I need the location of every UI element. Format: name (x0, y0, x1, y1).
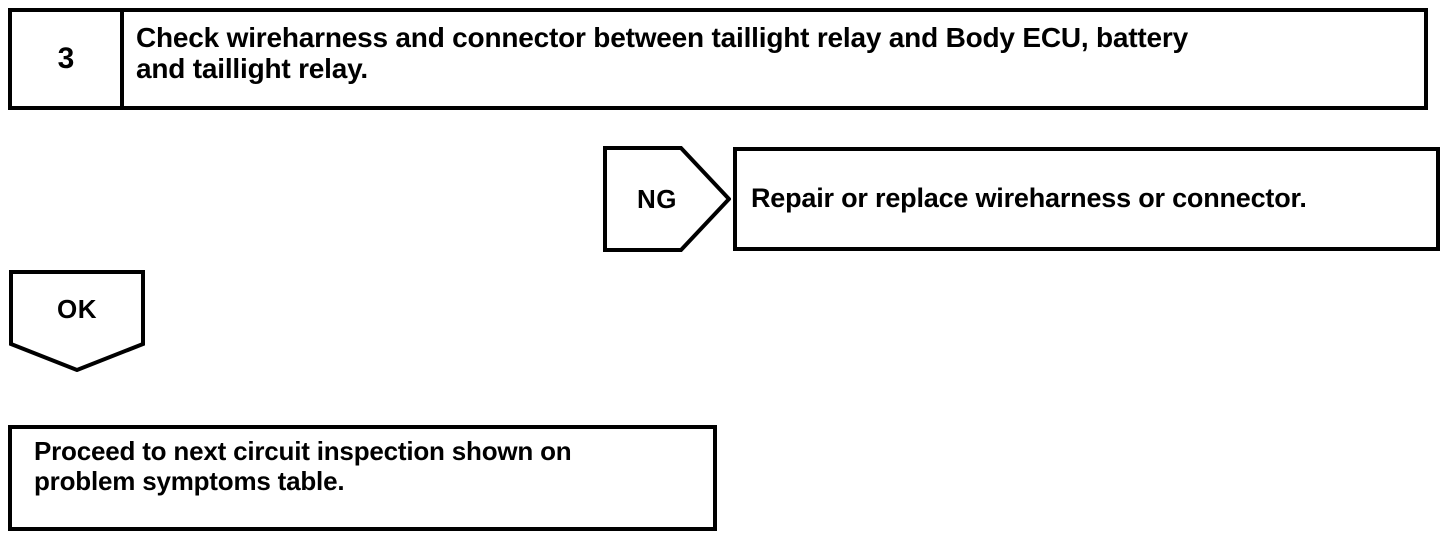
step-instruction-cell: Check wireharness and connector between … (124, 12, 1424, 106)
ng-branch-arrow-icon (603, 146, 731, 252)
step-instruction-text: Check wireharness and connector between … (136, 22, 1188, 85)
step-number: 3 (57, 42, 75, 75)
step-number-cell: 3 (12, 12, 124, 106)
ok-branch-arrow-icon (8, 270, 146, 372)
ok-result-box: Proceed to next circuit inspection shown… (8, 425, 717, 531)
step-box: 3 Check wireharness and connector betwee… (8, 8, 1428, 110)
ok-result-text: Proceed to next circuit inspection shown… (34, 436, 572, 496)
ng-result-box: Repair or replace wireharness or connect… (733, 147, 1440, 251)
ng-result-text: Repair or replace wireharness or connect… (751, 183, 1307, 214)
